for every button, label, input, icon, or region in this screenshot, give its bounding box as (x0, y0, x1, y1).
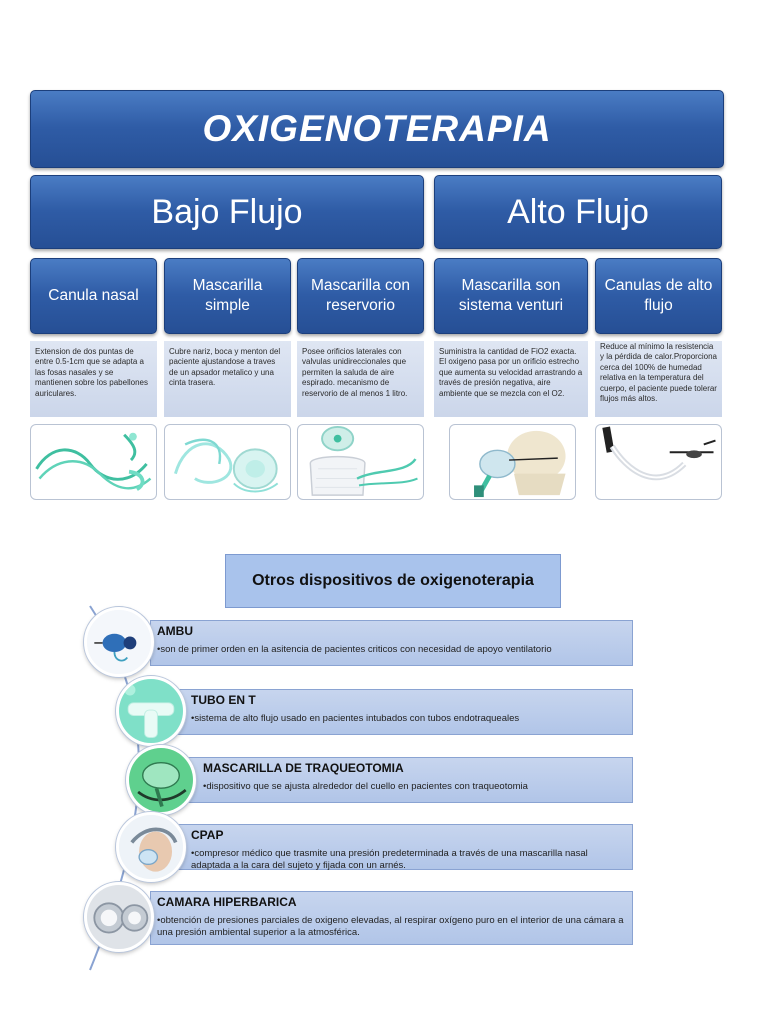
device-row-tubo-t: TUBO EN T •sistema de alto flujo usado e… (150, 689, 633, 735)
device-row-ambu: AMBU •son de primer orden en la asitenci… (150, 620, 633, 666)
device-header-mascarilla-simple: Mascarilla simple (164, 258, 291, 334)
device-desc-cpap: •compresor médico que trasmite una presi… (191, 848, 588, 871)
device-header-canula-nasal: Canula nasal (30, 258, 157, 334)
device-desc-ambu: •son de primer orden en la asitencia de … (157, 644, 552, 655)
cpap-mask-icon (116, 812, 186, 882)
main-title: OXIGENOTERAPIA (30, 90, 724, 168)
nasal-cannula-photo (30, 424, 157, 500)
device-row-camara: CAMARA HIPERBARICA •obtención de presion… (150, 891, 633, 945)
reservoir-mask-photo (297, 424, 424, 500)
device-header-alto-flujo: Canulas de alto flujo (595, 258, 722, 334)
venturi-mask-photo (449, 424, 576, 500)
device-name-tubo-t: TUBO EN T (191, 693, 256, 707)
device-header-mascarilla-reservorio: Mascarilla con reservorio (297, 258, 424, 334)
device-header-venturi: Mascarilla son sistema venturi (434, 258, 588, 334)
tracheostomy-mask-icon (126, 745, 196, 815)
device-name-traqueotomia: MASCARILLA DE TRAQUEOTOMIA (203, 761, 404, 775)
device-desc-alto-flujo: Reduce al mínimo la resistencia y la pér… (595, 341, 722, 417)
device-name-ambu: AMBU (157, 624, 193, 638)
low-flow-header: Bajo Flujo (30, 175, 424, 249)
device-row-cpap: CPAP •compresor médico que trasmite una … (150, 824, 633, 871)
device-desc-canula-nasal: Extension de dos puntas de entre 0.5-1cm… (30, 341, 157, 417)
device-row-traqueotomia: MASCARILLA DE TRAQUEOTOMIA •dispositivo … (150, 757, 633, 803)
device-desc-venturi: Suministra la cantidad de FiO2 exacta. E… (434, 341, 588, 417)
device-desc-mascarilla-reservorio: Posee orificios laterales con valvulas u… (297, 341, 424, 417)
device-name-camara: CAMARA HIPERBARICA (157, 895, 297, 909)
t-tube-icon (116, 676, 186, 746)
device-desc-tubo-t: •sistema de alto flujo usado en paciente… (191, 713, 520, 724)
ambu-bag-icon (84, 607, 154, 677)
hyperbaric-chamber-icon (84, 882, 154, 952)
device-desc-mascarilla-simple: Cubre nariz, boca y menton del paciente … (164, 341, 291, 417)
device-desc-traqueotomia: •dispositivo que se ajusta alrededor del… (203, 781, 528, 792)
high-flow-header: Alto Flujo (434, 175, 722, 249)
other-devices-title: Otros dispositivos de oxigenoterapia (225, 554, 561, 608)
device-name-cpap: CPAP (191, 828, 224, 842)
device-desc-camara: •obtención de presiones parciales de oxi… (157, 915, 624, 938)
high-flow-cannula-photo (595, 424, 722, 500)
simple-mask-photo (164, 424, 291, 500)
